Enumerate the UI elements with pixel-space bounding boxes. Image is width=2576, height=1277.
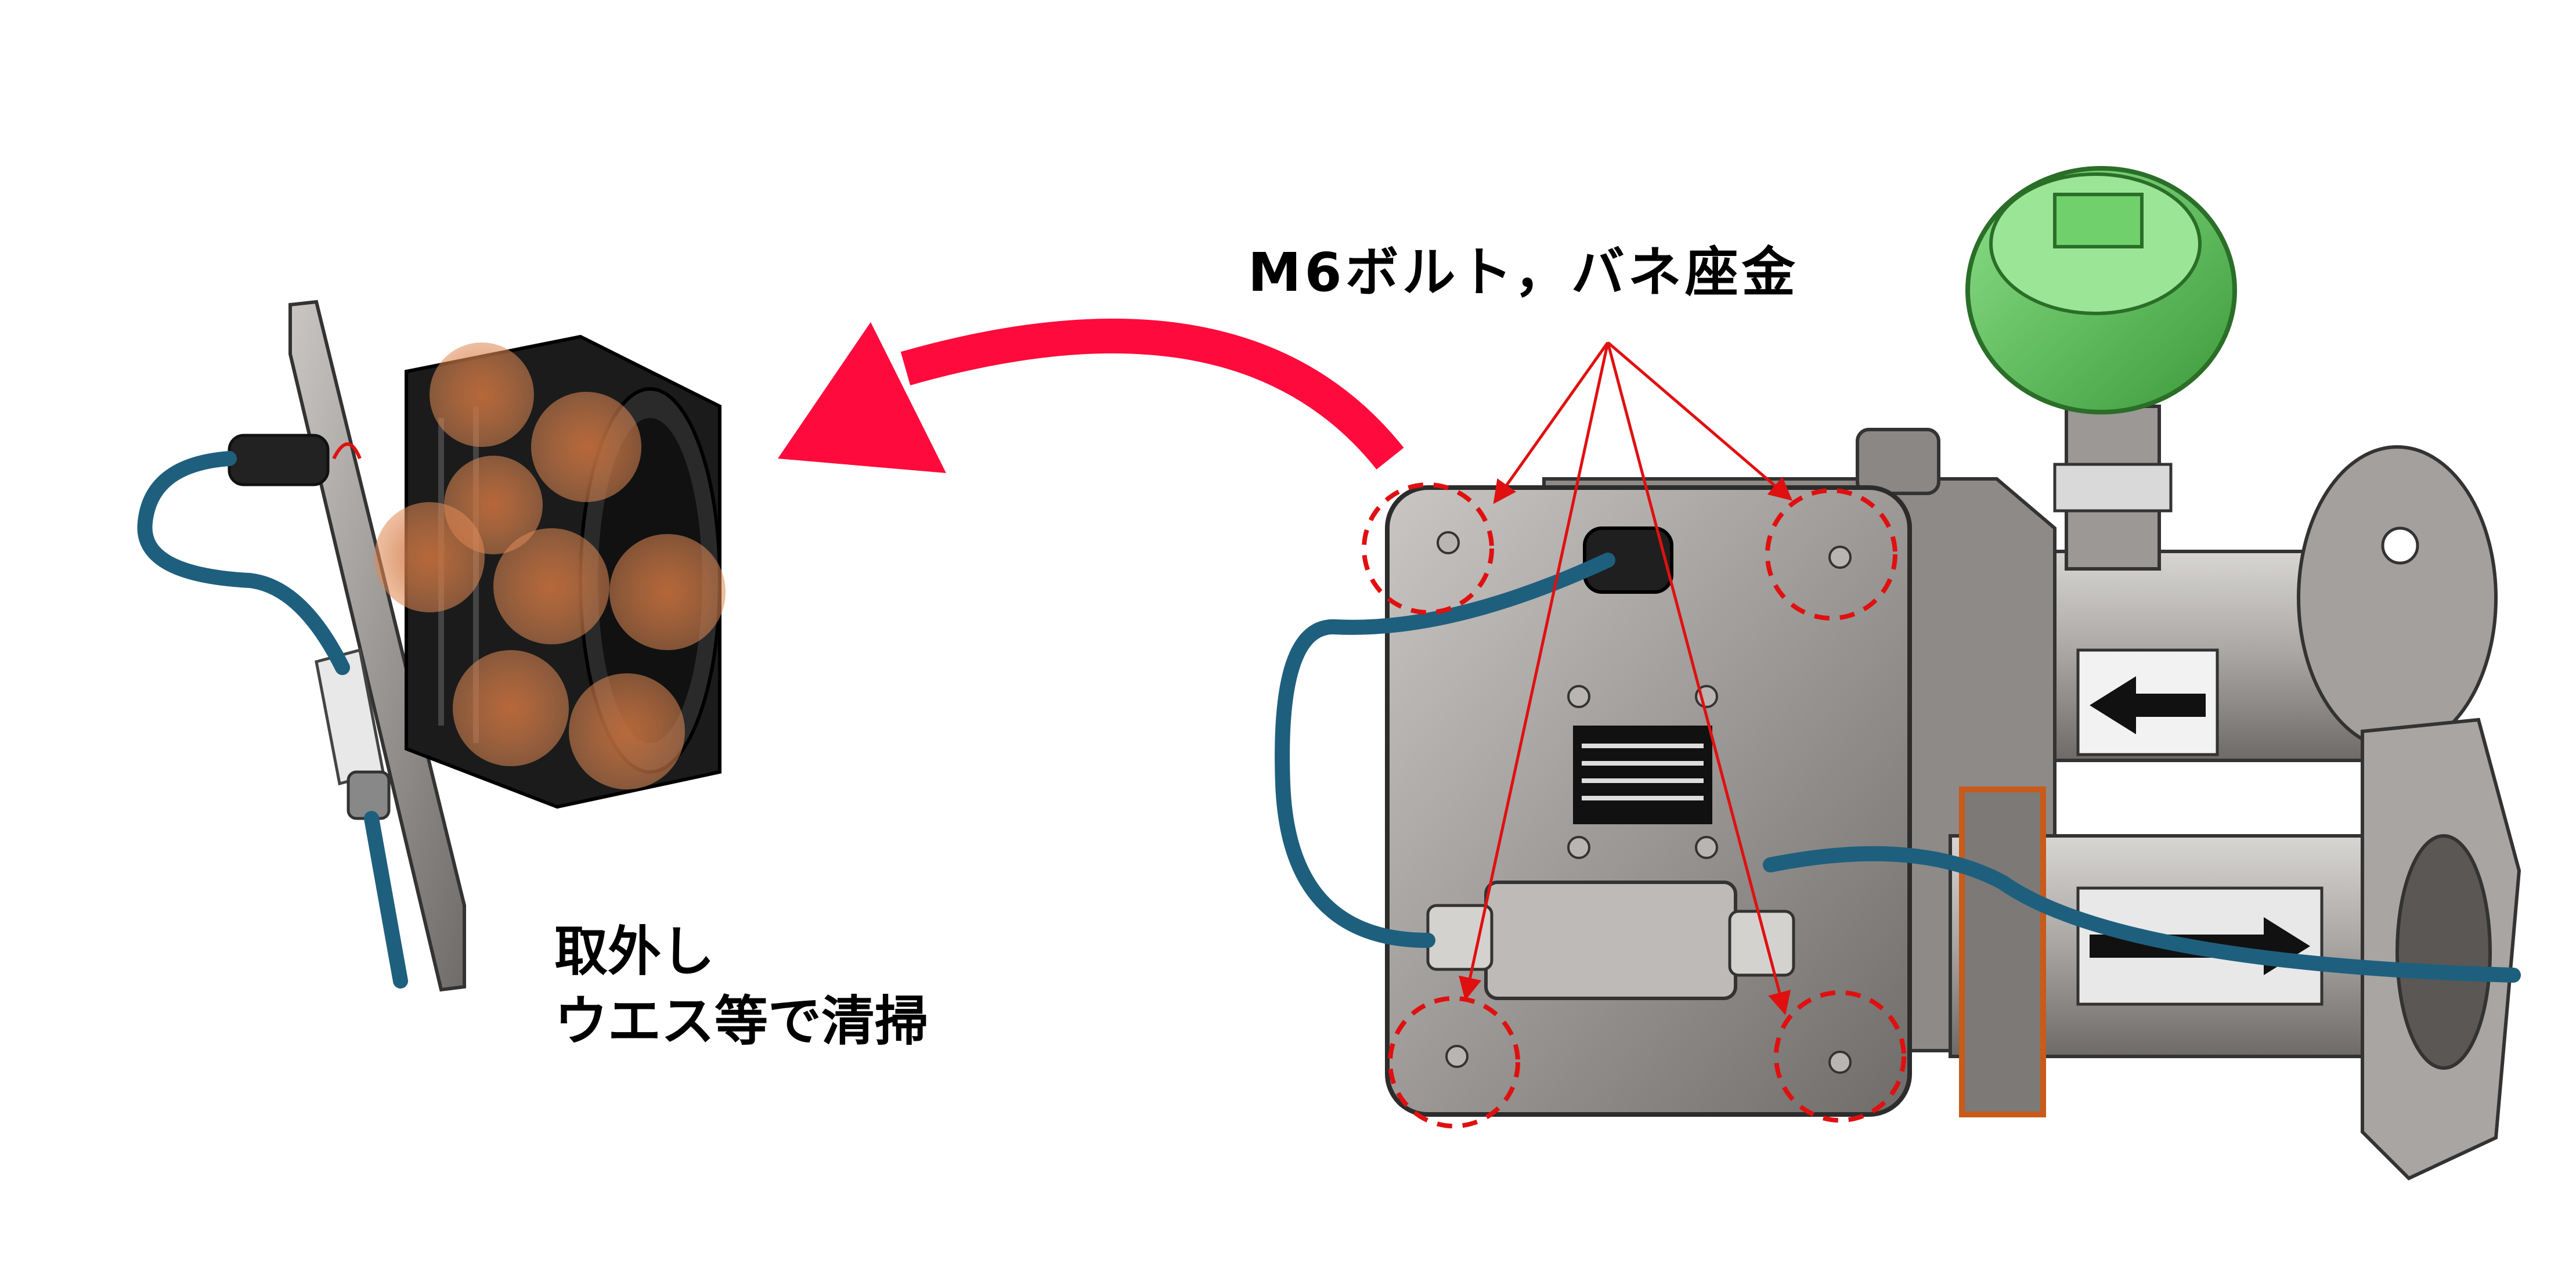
top-nut <box>1856 428 1940 495</box>
deposit-patches <box>374 342 726 789</box>
bolt-marker-bottom-right-icon <box>1774 990 1906 1123</box>
upper-flow-arrow-icon <box>2090 676 2206 734</box>
bolt-marker-top-left-icon <box>1362 482 1494 615</box>
nameplate <box>1573 726 1712 824</box>
bolt-marker-bottom-left-icon <box>1388 996 1520 1128</box>
bolt-markers <box>1362 482 1906 1128</box>
upper-flange <box>2297 445 2498 751</box>
removal-arrow <box>778 318 1404 473</box>
upper-connector <box>228 434 330 486</box>
flowmeter-cable-left <box>1275 553 1615 948</box>
label-band <box>2053 463 2173 513</box>
mounting-plate <box>288 300 466 992</box>
bolt-callout-lines <box>1459 341 1793 1015</box>
bolt-marker-top-right-icon <box>1765 488 1897 621</box>
junction-box <box>1484 881 1737 1000</box>
flowmeter-cable-right <box>1763 846 2521 983</box>
removed-sensor-unit <box>137 300 726 992</box>
terminal-cap-key <box>2053 193 2144 248</box>
bolt-callout-label: M6ボルト，バネ座金 <box>1248 241 1799 304</box>
cover-screws <box>1437 531 1852 1074</box>
removal-instruction-line1: 取外し <box>554 921 715 983</box>
sensor-cable-lower <box>364 811 408 989</box>
connector-wire <box>332 442 362 460</box>
removal-instruction-line2: ウエス等で清掃 <box>554 990 929 1052</box>
removal-instruction: 取外し ウエス等で清掃 <box>554 917 928 1056</box>
gasket-plate <box>1959 787 2046 1117</box>
sensor-cable-upper <box>137 451 350 675</box>
installed-flowmeter <box>1275 166 2521 1181</box>
cover-cable-gland <box>1583 526 1673 594</box>
